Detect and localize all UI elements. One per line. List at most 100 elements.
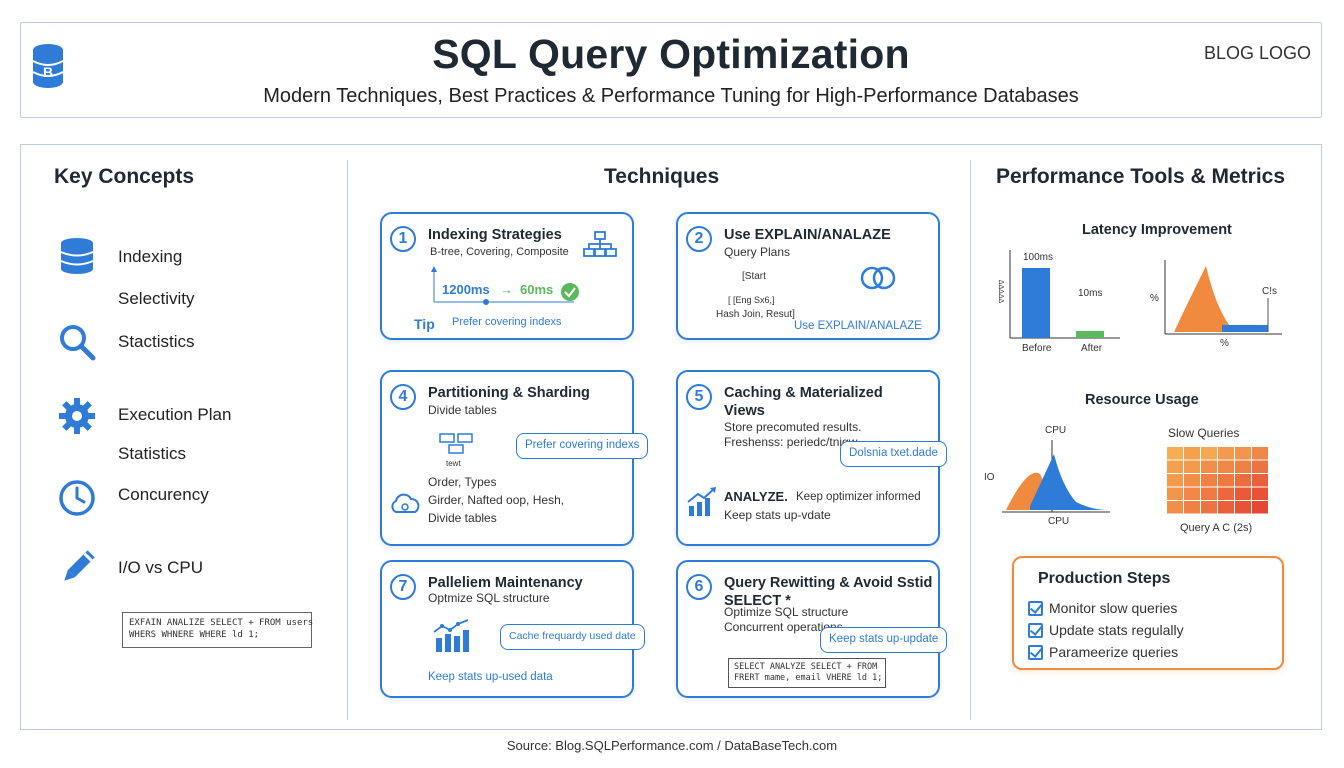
checkbox-icon[interactable] [1028, 645, 1043, 660]
blog-logo[interactable]: BLOG LOGO [1203, 43, 1311, 63]
technique-card-explain[interactable]: 2 Use EXPLAIN/ANALAZE Query Plans [Start… [676, 212, 940, 340]
page-subtitle: Modern Techniques, Best Practices & Perf… [263, 85, 1079, 107]
heatmap-cell [1235, 487, 1251, 500]
database-icon [60, 238, 94, 274]
concept-stactistics: Stactistics [118, 332, 195, 351]
concept-io-vs-cpu: I/O vs CPU [118, 558, 204, 577]
heatmap-cell [1167, 487, 1183, 500]
heatmap-caption: Query A C (2s) [1180, 522, 1253, 534]
techniques-title: Techniques [604, 165, 720, 188]
checkbox-icon[interactable] [1028, 623, 1043, 638]
card-footer: Keep stats up-used data [428, 671, 553, 683]
tip-pill[interactable]: Prefer covering indexs [516, 433, 649, 459]
step-item[interactable]: Update stats regulally [1028, 622, 1184, 638]
analyze-text: Keep optimizer informed [796, 491, 921, 503]
latency-bar-chart [1009, 250, 1120, 339]
svg-text:B: B [43, 64, 53, 80]
resource-cpu-top-label: CPU [1045, 425, 1067, 436]
clock-icon [59, 480, 95, 516]
heatmap-cell [1252, 447, 1268, 460]
card-line: Divide tables [428, 511, 497, 525]
heatmap-cell [1184, 474, 1200, 487]
heatmap-cell [1201, 447, 1217, 460]
heatmap-cell [1235, 447, 1251, 460]
tip-pill[interactable]: Dolsnia txet.dade [840, 441, 947, 467]
plan-tree-node: [ [Eng Sx6,] [728, 295, 775, 305]
tip-pill[interactable]: Keep stats up-update [820, 627, 948, 653]
card-line: Optimize SQL structure [724, 605, 849, 619]
card-number: 6 [686, 574, 712, 600]
step-item[interactable]: Parameerize queries [1028, 644, 1178, 660]
card-line: Freshenss: periedc/tnigw [724, 435, 858, 449]
heatmap-cell [1201, 501, 1217, 514]
heatmap-cell [1252, 487, 1268, 500]
latency-y-label: ΔΔΔΔΔ [997, 279, 1005, 304]
heatmap-cell [1218, 501, 1234, 514]
card-line: Concurrent operations [724, 620, 843, 634]
card-title: Indexing Strategies [428, 227, 562, 243]
resource-chart-title: Resource Usage [1085, 392, 1199, 408]
heatmap-cell [1184, 487, 1200, 500]
latency-dist-bottom-label: % [1220, 338, 1229, 349]
heatmap-cell [1167, 460, 1183, 473]
page-title: SQL Query Optimization [432, 31, 910, 77]
heatmap-cell [1201, 487, 1217, 500]
card-footer: Use EXPLAIN/ANALAZE [794, 320, 922, 332]
search-icon [60, 325, 96, 361]
heatmap-cell [1184, 447, 1200, 460]
concept-statistics: Statistics [118, 444, 187, 463]
technique-card-indexing[interactable]: 1 Indexing Strategies B-tree, Covering, … [380, 212, 634, 340]
plan-tree-join: Hash Join, Resut] [716, 309, 795, 320]
table-diagram-icon [439, 433, 473, 454]
hierarchy-icon [583, 231, 617, 257]
heatmap-cell [1252, 474, 1268, 487]
heatmap-cell [1218, 460, 1234, 473]
heatmap-cell [1167, 447, 1183, 460]
card-subtitle: Optmize SQL structure [428, 591, 550, 605]
step-item[interactable]: Monitor slow queries [1028, 600, 1177, 616]
cloud-icon [391, 493, 420, 513]
technique-card-partitioning[interactable]: 4 Partitioning & Sharding Divide tables … [380, 370, 649, 546]
header-banner: B SQL Query Optimization Modern Techniqu… [20, 22, 1322, 118]
analyze-label: ANALYZE. [724, 489, 788, 504]
card-line: Girder, Nafted oop, Hesh, [428, 493, 565, 507]
slow-queries-heatmap [1167, 447, 1268, 514]
source-footer: Source: Blog.SQLPerformance.com / DataBa… [506, 738, 838, 753]
card-title: Caching & Materialized Views [724, 385, 883, 419]
latency-distribution-chart [1164, 260, 1282, 335]
card-line: Store precomuted results. [724, 420, 862, 434]
tip-pill[interactable]: Cache frequardy used date [500, 624, 645, 650]
column-divider [970, 160, 971, 720]
heatmap-cell [1201, 474, 1217, 487]
concept-indexing: Indexing [118, 247, 183, 266]
heatmap-cell [1218, 447, 1234, 460]
card-title: Use EXPLAIN/ANALAZE [724, 227, 891, 243]
heatmap-cell [1235, 460, 1251, 473]
latency-dist-corner-label: C!s [1262, 286, 1277, 297]
heatmap-cell [1218, 487, 1234, 500]
resource-cpu-bottom-label: CPU [1048, 516, 1070, 527]
technique-card-query-rewriting[interactable]: 6 Query Rewitting & Avoid Sstid SELECT *… [676, 560, 948, 698]
card-title: Query Rewitting & Avoid Sstid SELECT * [724, 575, 933, 609]
technique-card-parallelism[interactable]: 7 Palleliem Maintenancy Optmize SQL stru… [380, 560, 645, 698]
heatmap-cell [1218, 474, 1234, 487]
diagram-label: tewt [446, 459, 461, 468]
concept-selectivity: Selectivity [118, 289, 195, 308]
latency-bar-before [1022, 268, 1050, 338]
resource-usage-chart [1002, 440, 1110, 513]
checkbox-icon[interactable] [1028, 601, 1043, 616]
latency-category-after: After [1081, 343, 1103, 354]
card-subtitle: Divide tables [428, 403, 497, 417]
heatmap-title: Slow Queries [1168, 426, 1240, 440]
production-steps-panel: Production Steps Monitor slow queries Up… [1012, 556, 1284, 670]
latency-arrow: → [500, 282, 513, 297]
database-icon: B [32, 44, 64, 88]
sql-code-snippet: SELECT ANALYZE SELECT + FROM FRERT mame,… [728, 658, 886, 688]
technique-card-caching[interactable]: 5 Caching & Materialized Views Store pre… [676, 370, 947, 546]
card-line: Order, Types [428, 475, 497, 489]
check-circle-icon [561, 283, 579, 301]
latency-category-before: Before [1022, 343, 1052, 354]
gear-icon [59, 398, 95, 434]
trend-chart-icon [687, 487, 716, 516]
card-number: 1 [390, 226, 416, 252]
